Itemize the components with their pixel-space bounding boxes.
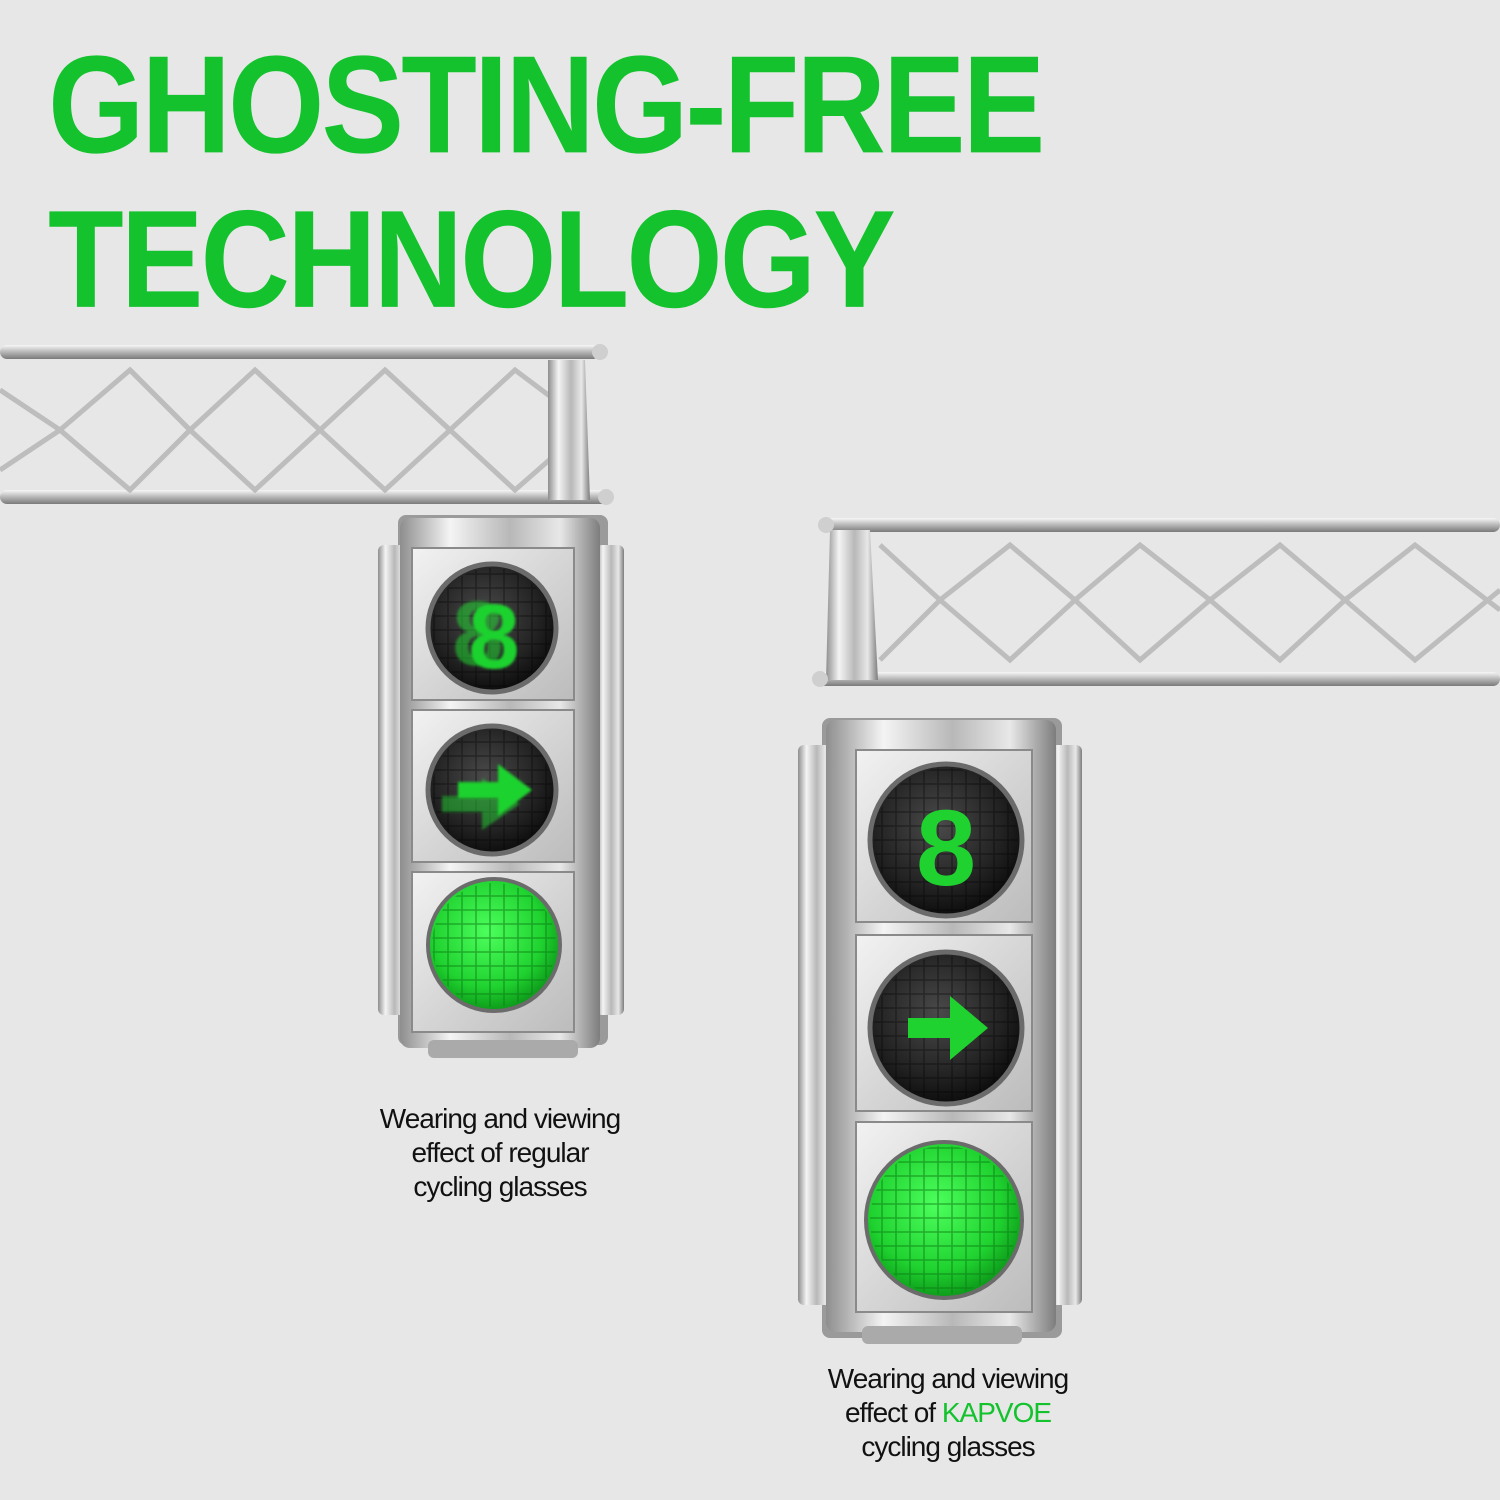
caption-kapvoe-line-1: Wearing and viewing [827,1363,1069,1394]
caption-regular-line-3: cycling glasses [413,1171,587,1202]
caption-regular-glasses: Wearing and viewing effect of regular cy… [335,1102,665,1204]
left-truss-bottom-tube [0,490,610,504]
left-truss [0,344,614,505]
traffic-light-kapvoe: 8 [798,718,1082,1344]
left-truss-bracket [548,360,590,500]
caption-kapvoe-prefix: effect of [844,1397,942,1428]
right-truss-top-tube [820,518,1500,532]
caption-kapvoe-line-2: effect of KAPVOE [783,1396,1113,1430]
left-arrow-icon [442,764,532,830]
caption-regular-line-1: Wearing and viewing [379,1103,621,1134]
traffic-light-regular: 8 8 [378,515,624,1058]
caption-regular-line-2: effect of regular [411,1137,589,1168]
right-lens-top: 8 [867,761,1025,919]
headline: GHOSTING-FREE TECHNOLOGY [48,28,1045,338]
right-arrow-icon [908,996,988,1060]
brand-name: KAPVOE [941,1397,1052,1428]
right-lens-bottom [864,1140,1024,1300]
right-symbol-8: 8 [916,787,976,908]
left-lens-bottom [426,877,562,1013]
caption-kapvoe-line-3: cycling glasses [861,1431,1035,1462]
left-lens-top: 8 8 [425,561,559,695]
right-lens-middle [867,949,1025,1107]
left-ghost-8: 8 [452,583,503,685]
right-truss-bottom-tube [815,672,1500,686]
left-symbol-8: 8 [468,586,519,688]
headline-line-2: TECHNOLOGY [48,182,896,338]
left-lens-middle [425,723,559,857]
headline-line-1: GHOSTING-FREE [48,28,1045,183]
caption-kapvoe-glasses: Wearing and viewing effect of KAPVOE cyc… [783,1362,1113,1464]
left-truss-top-tube [0,345,600,359]
right-truss-bracket [826,530,878,680]
right-truss [812,517,1500,687]
